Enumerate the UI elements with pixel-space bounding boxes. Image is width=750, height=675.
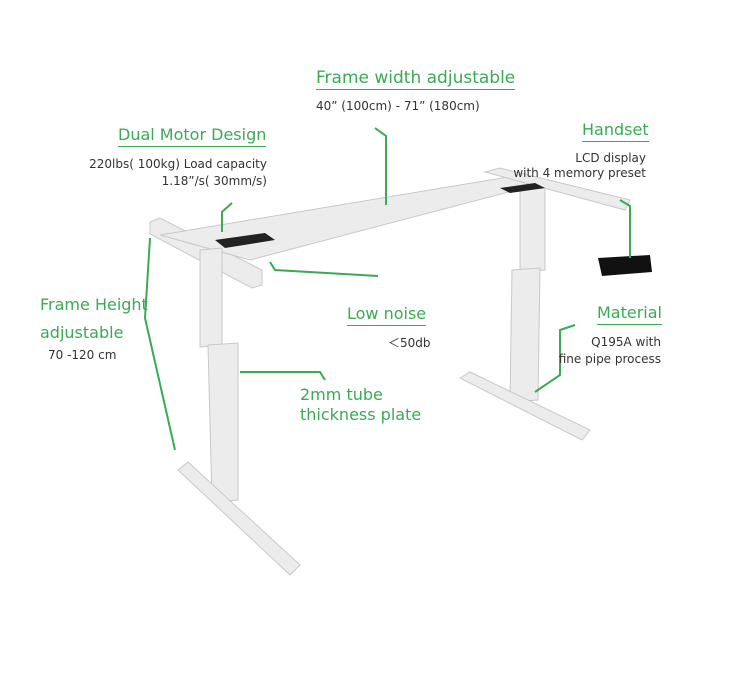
material-desc-2: fine pipe process <box>558 352 661 366</box>
frame-width-title: Frame width adjustable <box>316 68 516 90</box>
leader-lines <box>143 127 631 451</box>
tube-title-1: 2mm tube <box>300 385 383 404</box>
handset-device <box>598 255 652 276</box>
material-desc-1: Q195A with <box>591 335 661 349</box>
motor-plates <box>215 183 545 248</box>
handset-desc-1: LCD display <box>575 151 646 165</box>
low-noise-title: Low noise <box>347 304 427 326</box>
tube-title-2: thickness plate <box>300 405 422 424</box>
low-noise-desc: ＜50db <box>388 336 431 350</box>
frame-height-title-1: Frame Height <box>40 295 148 314</box>
handset-title: Handset <box>582 120 649 142</box>
frame-height-title-2: adjustable <box>40 323 124 342</box>
dual-motor-desc-2: 1.18”/s( 30mm/s) <box>161 174 267 188</box>
dual-motor-title: Dual Motor Design <box>118 125 267 147</box>
material-title: Material <box>597 303 662 325</box>
dual-motor-desc-1: 220lbs( 100kg) Load capacity <box>89 157 267 171</box>
frame-height-desc: 70 -120 cm <box>48 348 117 362</box>
handset-desc-2: with 4 memory preset <box>513 166 646 180</box>
desk-frame <box>149 167 631 576</box>
frame-width-desc: 40” (100cm) - 71” (180cm) <box>316 99 480 113</box>
